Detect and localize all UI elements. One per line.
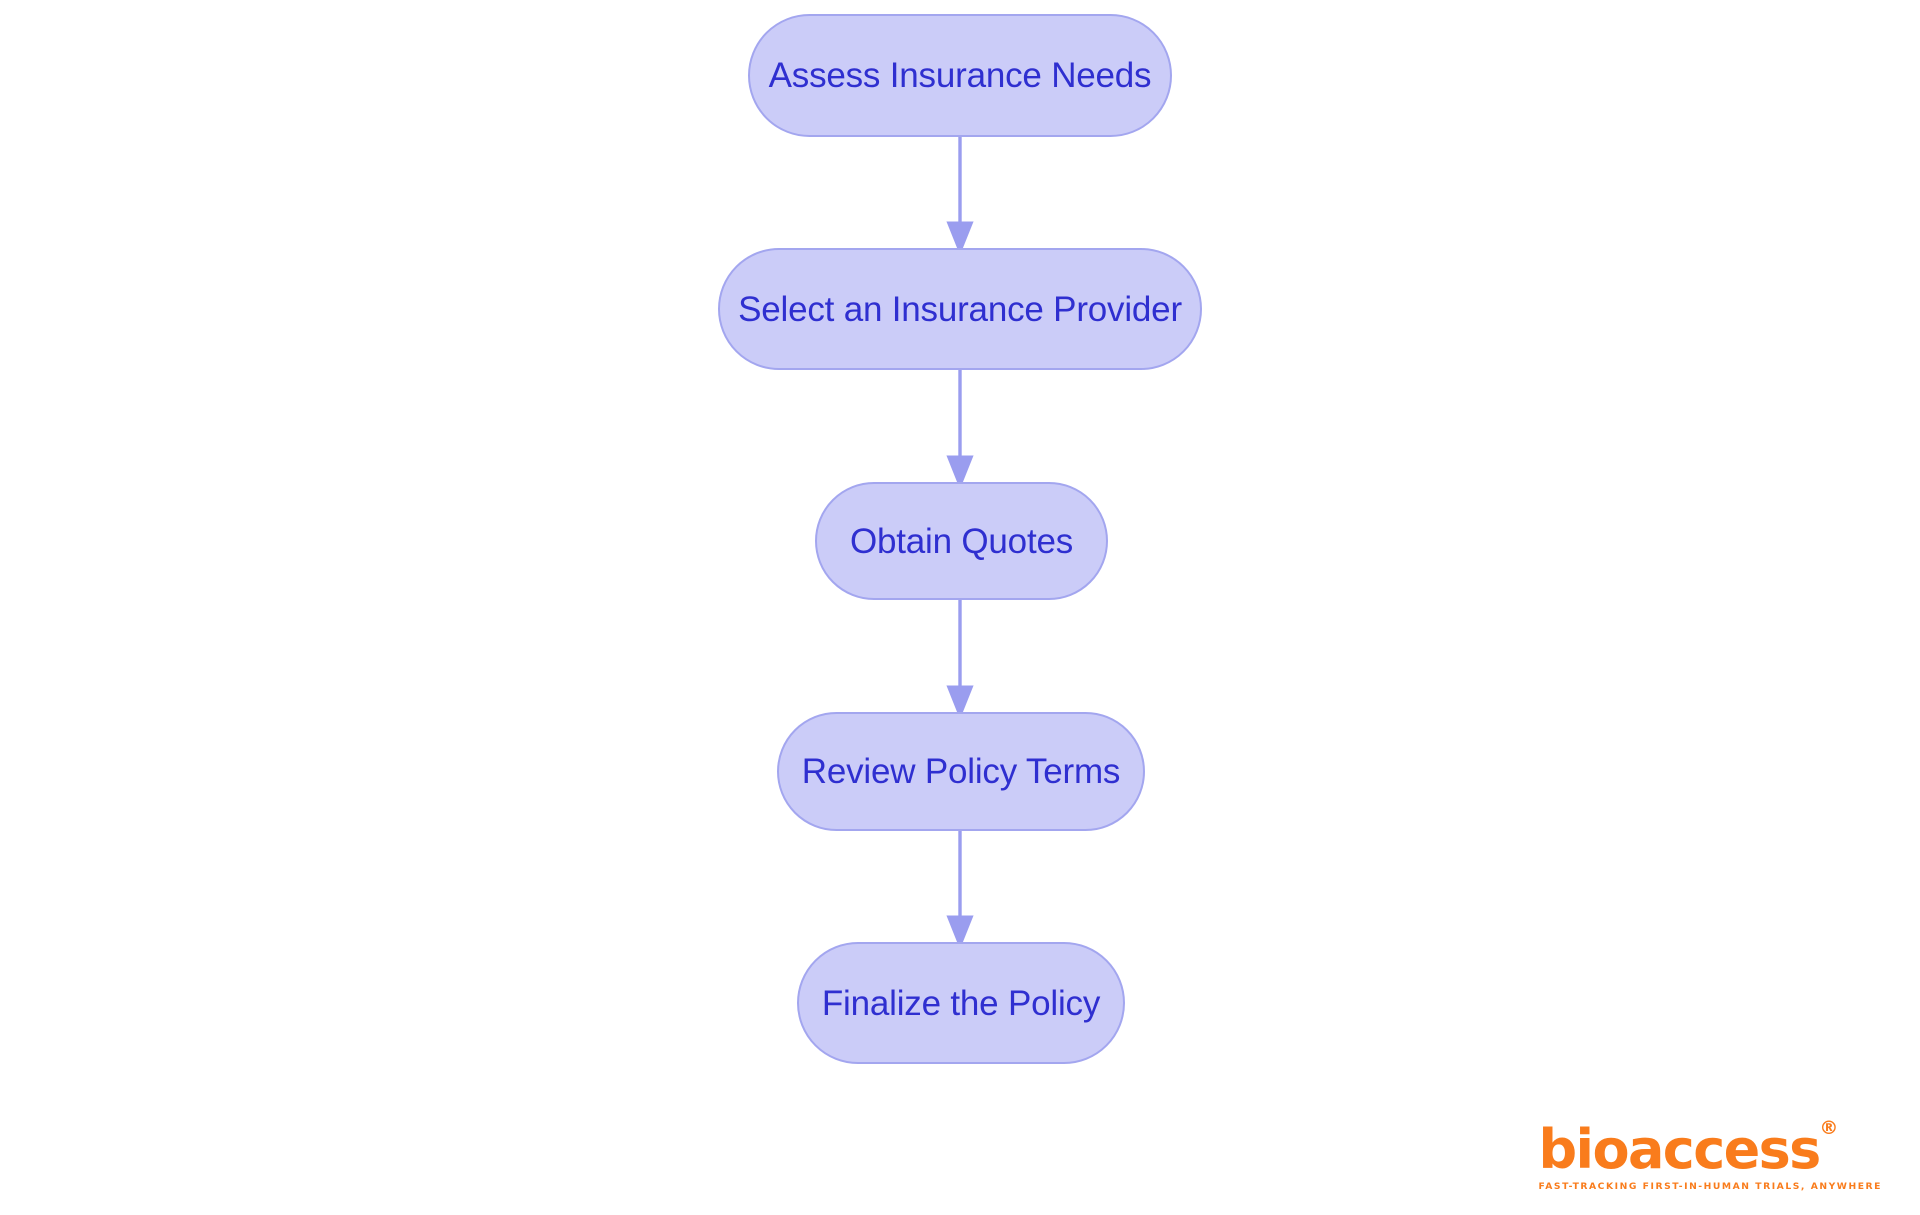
brand-wordmark-label: bioaccess [1538,1117,1822,1181]
flow-node-assess-insurance-needs[interactable]: Assess Insurance Needs [748,14,1172,137]
flow-node-label: Select an Insurance Provider [738,289,1182,329]
flow-node-label: Obtain Quotes [849,521,1074,561]
flow-node-finalize-the-policy[interactable]: Finalize the Policy [797,942,1125,1064]
flow-node-review-policy-terms[interactable]: Review Policy Terms [777,712,1145,831]
flow-node-select-an-insurance-provider[interactable]: Select an Insurance Provider [718,248,1202,370]
brand-wordmark-text: bioaccess ® [1539,1118,1839,1177]
flow-node-label: Assess Insurance Needs [768,56,1152,95]
flow-node-obtain-quotes[interactable]: Obtain Quotes [815,482,1108,600]
bioaccess-logo: bioaccess ® FAST-TRACKING FIRST-IN-HUMAN… [1538,1118,1883,1192]
flow-node-label: Review Policy Terms [801,752,1121,791]
flow-node-label: Finalize the Policy [821,983,1101,1023]
brand-tagline: FAST-TRACKING FIRST-IN-HUMAN TRIALS, ANY… [1538,1180,1882,1192]
registered-trademark-icon: ® [1819,1116,1838,1139]
